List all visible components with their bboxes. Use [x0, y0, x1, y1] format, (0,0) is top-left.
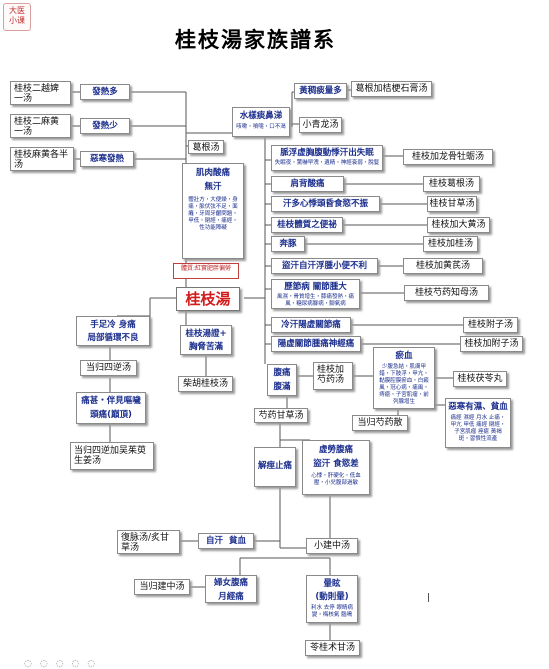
neuralgia-node: 陽虚關節腫痛神經痛	[271, 336, 361, 352]
center-node: 桂枝湯	[176, 287, 240, 311]
danggui-shaoyao-formula: 当归芍药散	[352, 415, 408, 431]
deficiency-pain-node: 虚勞腹痛 盜汗 食慾差 心悸・肝硬化・低血壓・小兒腹部過敏	[302, 440, 370, 495]
gancao-formula: 桂枝甘草汤	[427, 196, 477, 212]
night-sweat-node: 盜汗自汗浮腫小便不利	[271, 258, 378, 274]
gegen-formula: 葛根汤	[188, 140, 224, 154]
xiaojianzhong-formula: 小建中汤	[306, 538, 358, 554]
insomnia-node: 脈浮虚胸腹動悸汗出失眠 失眠夜・驚嚇早洩・遺精・神經衰弱・脫髮	[271, 145, 383, 171]
wuzhuyu-formula: 当归四逆加吴茱萸生姜汤	[70, 442, 154, 470]
page-title: 桂枝湯家族譜系	[175, 27, 336, 52]
sweat-anemia-node: 自汗 貧血	[198, 533, 254, 549]
fever-less-node: 發熱少	[80, 118, 130, 134]
jiagui-formula: 桂枝加桂汤	[423, 236, 478, 252]
logo: 大医 小课	[3, 3, 31, 31]
shaoyao-add-formula: 桂枝加芍药汤	[313, 362, 353, 390]
cold-anemia-node: 惡寒有濕、貧血 痛經 濕經 月水 止痛・甲亢 甲低 痛經 閉經・子宮肌瘤 痤瘡 …	[445, 398, 511, 448]
xiaoqinglong-formula: 小青龙汤	[299, 117, 342, 133]
half-formula: 桂枝麻黄各半汤	[10, 147, 74, 171]
jiafuzi-formula: 桂枝加附子汤	[460, 336, 523, 352]
huangqi-formula: 桂枝加黄芪汤	[403, 258, 483, 274]
fever-more-node: 發熱多	[80, 84, 130, 100]
danggui-jianzhong-formula: 当归建中汤	[134, 579, 190, 595]
headache-node: 痛甚・伴見嘔噦 頭痛(巔頂)	[76, 392, 146, 424]
women-pain-node: 婦女腹痛 月經痛	[205, 575, 257, 603]
cold-sweat-node: 冷汗陽虚關節痛	[271, 317, 351, 333]
shaoyao-gancao-formula: 芍药甘草汤	[254, 408, 308, 423]
cold-limbs-node: 手足冷 身痛 局部循環不良	[76, 316, 150, 346]
joint-swelling-node: 歷節病 關節腫大 風濕・骨質增生・膝痛發熱・痛風・糖尿病腳病・腳氣病	[271, 279, 360, 309]
blood-stasis-node: 瘀血 少腹急結・肌膚甲錯・下肢浮・甲亢・黏膜腔膜瘀血・白癜風・冠心病・痛風・痔瘡…	[373, 347, 435, 409]
shoulder-node: 肩背酸痛	[271, 176, 344, 192]
abdominal-pain-node: 腹痛 腹滿	[267, 364, 297, 396]
center-note: 體質:紅實肥胖偏勞	[173, 263, 239, 279]
muscle-pain-node: 肌肉酸痛 無汗 體壯方・大便燥・身痛・脈伏弦不足・面癱・牙周牙齦問題・甲低・閉經…	[182, 163, 244, 259]
dahuang-formula: 桂枝加大黄汤	[427, 217, 490, 233]
bentun-node: 奔豚	[271, 236, 305, 252]
zhimu-formula: 桂枝芍药知母汤	[404, 285, 489, 301]
fumai-formula: 復脉汤/炙甘草汤	[117, 530, 180, 554]
chest-fullness-node: 桂枝湯證+ 胸脅苦滿	[180, 325, 232, 355]
toolbar-icons: ◌◌◌◌◌	[24, 659, 104, 669]
fuling-formula: 桂枝茯苓丸	[453, 371, 507, 387]
watery-phlegm-node: 水樣痰鼻涕 咳嗽・噴嚏・口不渴	[232, 107, 290, 137]
gegen2-formula: 桂枝葛根汤	[423, 176, 480, 192]
text-cursor	[428, 593, 429, 602]
spasm-relief-node: 解痙止痛	[254, 447, 296, 487]
jiegeng-formula: 葛根加桔梗石膏汤	[351, 81, 432, 97]
mahuang-formula: 桂枝二麻黄一汤	[10, 114, 71, 138]
linggui-formula: 苓桂术甘汤	[305, 640, 360, 656]
yellow-phlegm-node: 黃稠痰量多	[294, 83, 347, 99]
sweat-dizzy-node: 汗多心悸頭昏食慾不振	[271, 196, 380, 212]
chill-fever-node: 惡寒發熱	[80, 151, 134, 167]
dizziness-node: 暈眩 (動則暈) 利水 去停 眼睛病變・梅核氣 腦鳴	[306, 575, 358, 623]
sini-formula: 当归四逆汤	[80, 360, 137, 376]
longgu-formula: 桂枝加龙骨牡蛎汤	[403, 149, 493, 165]
constipation-node: 桂枝體質之便祕	[271, 217, 343, 233]
fuzi-formula: 桂枝附子汤	[463, 317, 518, 333]
chaihu-formula: 柴胡桂枝汤	[178, 376, 233, 392]
yuebi-formula: 桂枝二越婢一汤	[10, 81, 71, 105]
